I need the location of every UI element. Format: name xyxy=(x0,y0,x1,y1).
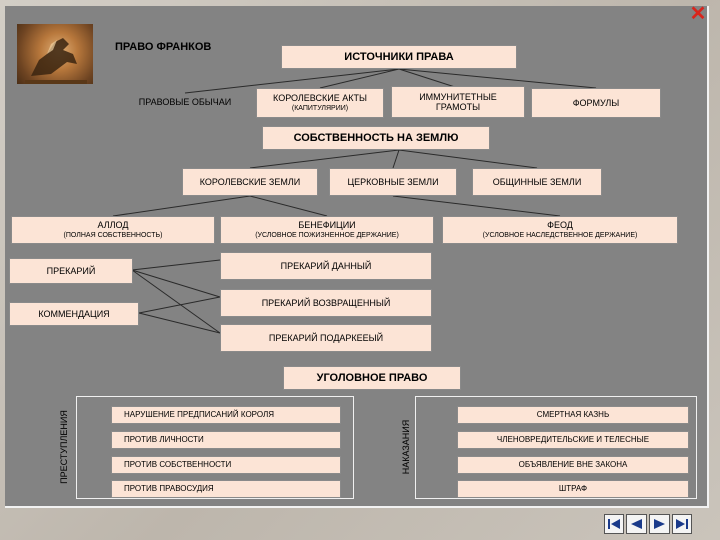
crime-item: ПРОТИВ ЛИЧНОСТИ xyxy=(111,431,341,449)
royal-lands-label: КОРОЛЕВСКИЕ ЗЕМЛИ xyxy=(199,176,301,187)
precarium-returned-node: ПРЕКАРИЙ ВОЗВРАЩЕННЫЙ xyxy=(220,289,432,317)
precarium-gifted-label: ПРЕКАРИЙ ПОДАРКЕЕЫЙ xyxy=(268,332,384,343)
benefice-node: БЕНЕФИЦИИ (УСЛОВНОЕ ПОЖИЗНЕННОЕ ДЕРЖАНИЕ… xyxy=(220,216,434,244)
church-lands-label: ЦЕРКОВНЫЕ ЗЕМЛИ xyxy=(347,176,439,187)
crime-item: НАРУШЕНИЕ ПРЕДПИСАНИЙ КОРОЛЯ xyxy=(111,406,341,424)
royal-acts-label: КОРОЛЕВСКИЕ АКТЫ xyxy=(273,93,367,104)
royal-lands-node: КОРОЛЕВСКИЕ ЗЕМЛИ xyxy=(182,168,318,196)
punishments-label: НАКАЗАНИЯ xyxy=(401,419,411,475)
feud-node: ФЕОД (УСЛОВНОЕ НАСЛЕДСТВЕННОЕ ДЕРЖАНИЕ) xyxy=(442,216,678,244)
precarium-label: ПРЕКАРИЙ xyxy=(46,265,96,276)
royal-acts-node: КОРОЛЕВСКИЕ АКТЫ (КАПИТУЛЯРИИ) xyxy=(256,88,384,118)
allod-sub: (ПОЛНАЯ СОБСТВЕННОСТЬ) xyxy=(63,231,163,239)
criminal-header: УГОЛОВНОЕ ПРАВО xyxy=(283,366,461,390)
crime-item-label: ПРОТИВ ПРАВОСУДИЯ xyxy=(124,484,214,494)
commendation-label: КОММЕНДАЦИЯ xyxy=(38,308,110,319)
land-header: СОБСТВЕННОСТЬ НА ЗЕМЛЮ xyxy=(262,126,490,150)
precarium-given-label: ПРЕКАРИЙ ДАННЫЙ xyxy=(280,260,372,271)
slide-navigation xyxy=(604,514,692,536)
communal-lands-node: ОБЩИННЫЕ ЗЕМЛИ xyxy=(472,168,602,196)
formulas-label: ФОРМУЛЫ xyxy=(572,97,620,108)
land-header-label: СОБСТВЕННОСТЬ НА ЗЕМЛЮ xyxy=(293,131,459,144)
church-lands-node: ЦЕРКОВНЫЕ ЗЕМЛИ xyxy=(329,168,457,196)
punishment-item-label: ЧЛЕНОВРЕДИТЕЛЬСКИЕ И ТЕЛЕСНЫЕ xyxy=(496,435,650,445)
customs-label: ПРАВОВЫЕ ОБЫЧАИ xyxy=(138,96,232,107)
punishment-item: ОБЪЯВЛЕНИЕ ВНЕ ЗАКОНА xyxy=(457,456,689,474)
punishment-item: ЧЛЕНОВРЕДИТЕЛЬСКИЕ И ТЕЛЕСНЫЕ xyxy=(457,431,689,449)
criminal-header-label: УГОЛОВНОЕ ПРАВО xyxy=(316,371,428,384)
next-slide-button[interactable] xyxy=(649,514,671,534)
punishment-item: ШТРАФ xyxy=(457,480,689,498)
connector-lines xyxy=(112,68,597,334)
crime-item: ПРОТИВ ПРАВОСУДИЯ xyxy=(111,480,341,498)
last-slide-icon xyxy=(676,519,689,529)
allod-label: АЛЛОД xyxy=(97,220,129,231)
benefice-sub: (УСЛОВНОЕ ПОЖИЗНЕННОЕ ДЕРЖАНИЕ) xyxy=(255,231,399,239)
crimes-label: ПРЕСТУПЛЕНИЯ xyxy=(59,410,69,484)
benefice-label: БЕНЕФИЦИИ xyxy=(298,220,356,231)
precarium-returned-label: ПРЕКАРИЙ ВОЗВРАЩЕННЫЙ xyxy=(261,297,391,308)
immunity-node: ИММУНИТЕТНЫЕ ГРАМОТЫ xyxy=(391,86,525,118)
page-title: ПРАВО ФРАНКОВ xyxy=(115,41,212,53)
punishments-panel xyxy=(415,396,697,499)
communal-lands-label: ОБЩИННЫЕ ЗЕМЛИ xyxy=(492,176,582,187)
sources-header-label: ИСТОЧНИКИ ПРАВА xyxy=(344,50,454,63)
immunity-line1: ИММУНИТЕТНЫЕ xyxy=(419,91,497,102)
crime-item-label: ПРОТИВ СОБСТВЕННОСТИ xyxy=(124,460,232,470)
commendation-node: КОММЕНДАЦИЯ xyxy=(9,302,139,326)
punishment-item-label: СМЕРТНАЯ КАЗНЬ xyxy=(536,410,610,420)
punishment-item-label: ШТРАФ xyxy=(558,484,588,494)
crime-item-label: НАРУШЕНИЕ ПРЕДПИСАНИЙ КОРОЛЯ xyxy=(124,410,274,420)
punishment-item-label: ОБЪЯВЛЕНИЕ ВНЕ ЗАКОНА xyxy=(518,460,628,470)
formulas-node: ФОРМУЛЫ xyxy=(531,88,661,118)
sources-header: ИСТОЧНИКИ ПРАВА xyxy=(281,45,517,69)
allod-node: АЛЛОД (ПОЛНАЯ СОБСТВЕННОСТЬ) xyxy=(11,216,215,244)
next-slide-icon xyxy=(653,519,665,529)
crime-item: ПРОТИВ СОБСТВЕННОСТИ xyxy=(111,456,341,474)
logo-image xyxy=(17,24,93,84)
slide: ПРАВО ФРАНКОВ ИСТОЧНИКИ ПРАВА xyxy=(5,6,709,508)
close-icon[interactable]: ✕ xyxy=(689,3,707,25)
punishment-item: СМЕРТНАЯ КАЗНЬ xyxy=(457,406,689,424)
crimes-panel xyxy=(76,396,354,499)
precarium-node: ПРЕКАРИЙ xyxy=(9,258,133,284)
previous-slide-icon xyxy=(631,519,643,529)
last-slide-button[interactable] xyxy=(672,514,692,534)
royal-acts-sub: (КАПИТУЛЯРИИ) xyxy=(291,104,349,112)
crime-item-label: ПРОТИВ ЛИЧНОСТИ xyxy=(124,435,204,445)
first-slide-icon xyxy=(607,519,620,529)
customs-node: ПРАВОВЫЕ ОБЫЧАИ xyxy=(123,93,247,111)
immunity-line2: ГРАМОТЫ xyxy=(435,102,481,112)
feud-label: ФЕОД xyxy=(547,220,573,231)
first-slide-button[interactable] xyxy=(604,514,624,534)
previous-slide-button[interactable] xyxy=(625,514,647,534)
precarium-gifted-node: ПРЕКАРИЙ ПОДАРКЕЕЫЙ xyxy=(220,324,432,352)
precarium-given-node: ПРЕКАРИЙ ДАННЫЙ xyxy=(220,252,432,280)
feud-sub: (УСЛОВНОЕ НАСЛЕДСТВЕННОЕ ДЕРЖАНИЕ) xyxy=(482,231,638,239)
